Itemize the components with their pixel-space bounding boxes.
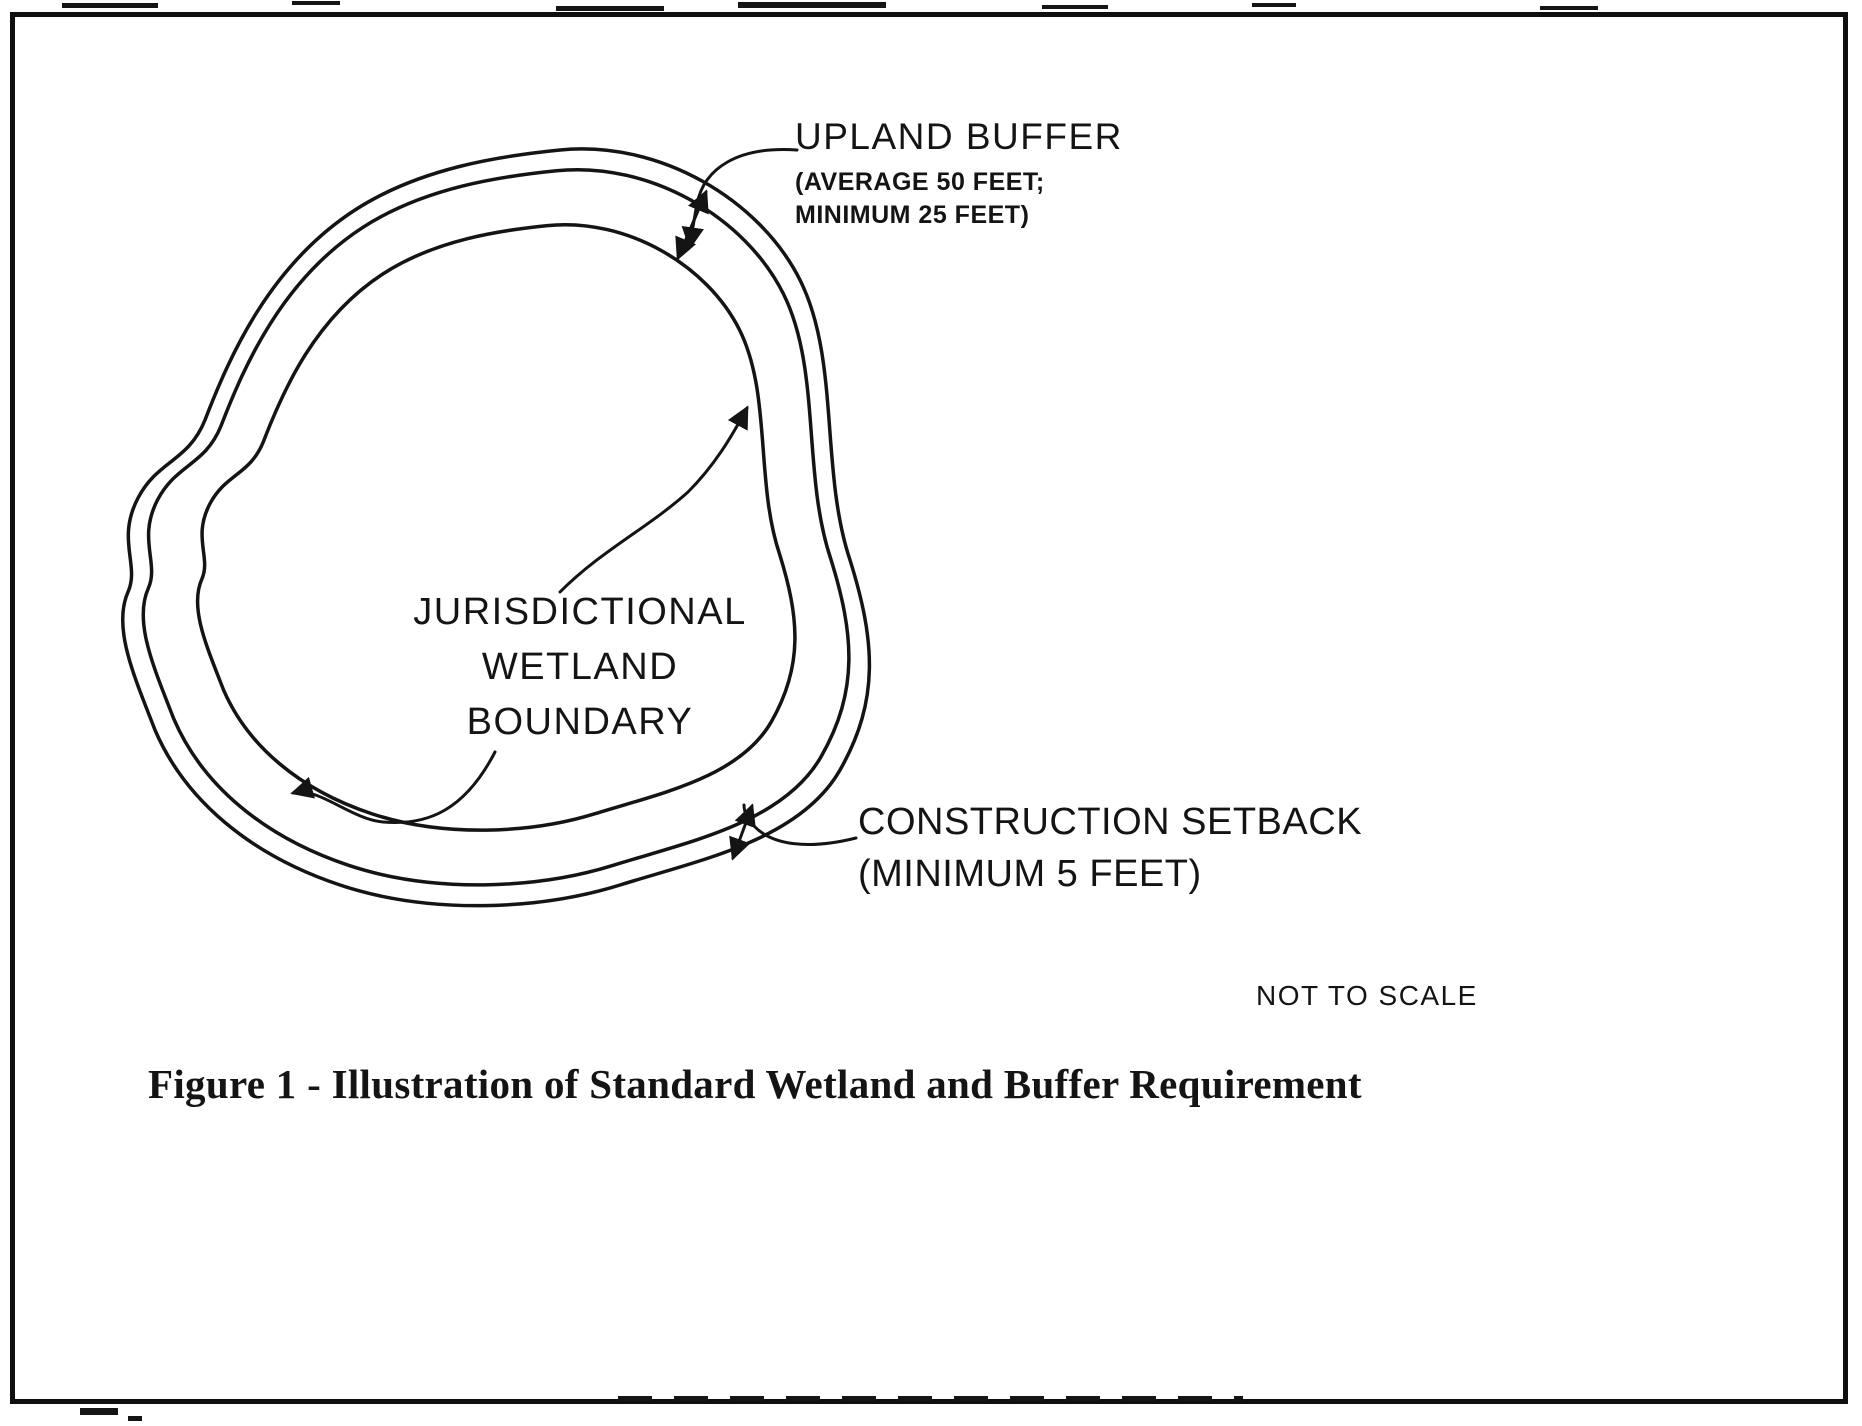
wetland-boundary-lower-arrow — [290, 750, 497, 825]
scan-artifact — [738, 2, 886, 8]
wetland-boundary-curve — [198, 225, 795, 830]
wetland-boundary-line1: JURISDICTIONAL — [413, 591, 747, 633]
construction-setback-line2: (MINIMUM 5 FEET) — [858, 853, 1202, 895]
wetland-boundary-line2: WETLAND — [481, 646, 679, 688]
scan-artifact — [128, 1416, 142, 1421]
upland-buffer-label: UPLAND BUFFER (AVERAGE 50 FEET; MINIMUM … — [795, 116, 1123, 232]
scan-artifact — [292, 1, 340, 5]
construction-setback-label: CONSTRUCTION SETBACK (MINIMUM 5 FEET) — [858, 796, 1362, 900]
scan-artifact — [80, 1408, 118, 1415]
upland-buffer-title: UPLAND BUFFER — [795, 116, 1123, 157]
wetland-boundary-upper-arrow — [558, 405, 749, 594]
figure-caption: Figure 1 - Illustration of Standard Wetl… — [148, 1061, 1362, 1107]
upland-buffer-curve — [143, 170, 849, 885]
scan-artifact — [1540, 6, 1598, 10]
construction-setback-line1: CONSTRUCTION SETBACK — [858, 801, 1363, 843]
figure-border — [10, 12, 1848, 1404]
scan-artifact — [556, 6, 664, 11]
upland-buffer-span-arrow — [675, 189, 709, 261]
wetland-boundary-label: JURISDICTIONAL WETLAND BOUNDARY — [378, 585, 782, 750]
scan-artifact — [618, 1396, 1243, 1401]
upland-buffer-detail-line2: MINIMUM 25 FEET) — [795, 201, 1030, 229]
construction-setback-curve — [123, 149, 870, 906]
wetland-boundary-line3: BOUNDARY — [466, 701, 694, 743]
not-to-scale-note: NOT TO SCALE — [1256, 980, 1478, 1011]
scan-artifact — [1042, 5, 1108, 9]
scan-artifact — [62, 3, 158, 8]
upland-buffer-leader-line — [681, 148, 799, 250]
scan-artifact — [1252, 3, 1296, 7]
setback-span-arrow — [729, 803, 756, 861]
upland-buffer-detail-line1: (AVERAGE 50 FEET; — [795, 168, 1045, 196]
